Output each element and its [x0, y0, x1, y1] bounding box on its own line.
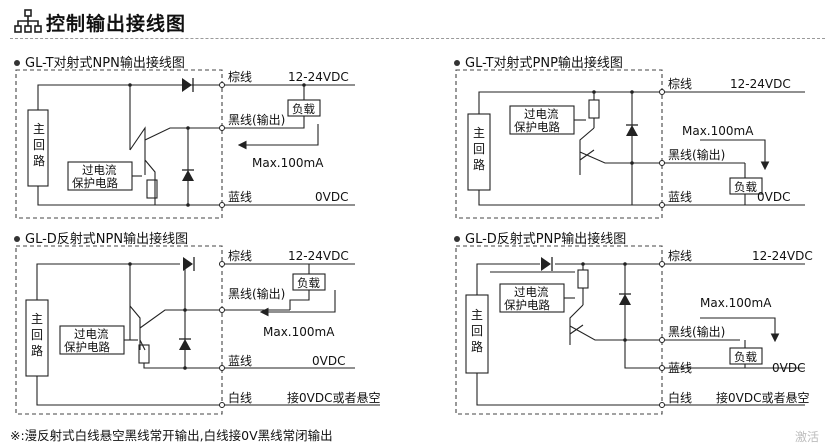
svg-text:12-24VDC: 12-24VDC [288, 249, 349, 263]
footnote: ※:漫反射式白线悬空黑线常开输出,白线接0V黑线常闭输出 [10, 428, 333, 443]
svg-text:主: 主 [471, 308, 483, 322]
svg-text:过电流: 过电流 [74, 327, 109, 341]
svg-text:12-24VDC: 12-24VDC [752, 249, 813, 263]
brown-label: 棕线 [228, 69, 252, 84]
svg-text:过电流: 过电流 [514, 285, 549, 299]
svg-text:主: 主 [31, 312, 43, 326]
main-label-1: 主 [33, 122, 45, 136]
main-label-3: 路 [33, 153, 45, 168]
svg-text:0VDC: 0VDC [312, 354, 345, 368]
svg-text:主: 主 [473, 126, 485, 140]
svg-text:蓝线: 蓝线 [668, 361, 692, 375]
diagram-t-npn [15, 69, 355, 219]
svg-text:路: 路 [31, 343, 43, 358]
watermark: 激活 [795, 430, 820, 444]
sitemap-icon [14, 9, 42, 33]
brown-voltage: 12-24VDC [288, 70, 349, 84]
svg-text:黑线(输出): 黑线(输出) [228, 286, 285, 301]
black-label: 黑线(输出) [228, 112, 285, 127]
diagram-title-d-pnp: GL-D反射式PNP输出接线图 [454, 228, 626, 247]
svg-text:白线: 白线 [668, 390, 692, 405]
svg-text:负载: 负载 [734, 350, 757, 364]
blue-voltage: 0VDC [315, 190, 348, 204]
svg-text:负载: 负载 [734, 180, 757, 194]
svg-text:回: 回 [473, 142, 485, 156]
protect-label-1: 过电流 [82, 163, 117, 177]
svg-text:棕线: 棕线 [668, 248, 692, 263]
diagram-d-pnp [455, 245, 805, 415]
svg-text:0VDC: 0VDC [757, 190, 790, 204]
protect-label-2: 保护电路 [72, 176, 118, 190]
svg-text:12-24VDC: 12-24VDC [730, 77, 791, 91]
svg-text:黑线(输出): 黑线(输出) [668, 324, 725, 339]
page-header: 控制输出接线图 [0, 0, 835, 40]
svg-text:蓝线: 蓝线 [668, 190, 692, 204]
diagram-d-npn [15, 245, 380, 415]
svg-text:Max.100mA: Max.100mA [263, 325, 335, 339]
load-label: 负载 [292, 102, 315, 116]
svg-text:黑线(输出): 黑线(输出) [668, 147, 725, 162]
svg-text:Max.100mA: Max.100mA [682, 124, 754, 138]
header-divider [10, 38, 825, 39]
svg-text:过电流: 过电流 [524, 107, 559, 121]
svg-text:棕线: 棕线 [228, 248, 252, 263]
load-box [729, 347, 763, 365]
diagram-title-t-npn: GL-T对射式NPN输出接线图 [14, 52, 185, 71]
diagram-title-t-pnp: GL-T对射式PNP输出接线图 [454, 52, 623, 71]
svg-text:保护电路: 保护电路 [514, 120, 560, 134]
svg-text:回: 回 [471, 324, 483, 338]
svg-text:负载: 负载 [297, 276, 320, 290]
svg-text:蓝线: 蓝线 [228, 354, 252, 368]
diagram-t-pnp [455, 69, 805, 219]
svg-text:保护电路: 保护电路 [504, 298, 550, 312]
main-label-2: 回 [33, 138, 45, 152]
svg-text:回: 回 [31, 328, 43, 342]
blue-label: 蓝线 [228, 190, 252, 204]
svg-text:0VDC: 0VDC [772, 361, 805, 375]
svg-text:接0VDC或者悬空: 接0VDC或者悬空 [716, 390, 809, 405]
svg-text:路: 路 [473, 157, 485, 172]
svg-text:保护电路: 保护电路 [64, 340, 110, 354]
svg-text:白线: 白线 [228, 390, 252, 405]
svg-text:路: 路 [471, 339, 483, 354]
page-title: 控制输出接线图 [46, 13, 187, 35]
diagram-title-d-npn: GL-D反射式NPN输出接线图 [14, 228, 188, 247]
svg-text:接0VDC或者悬空: 接0VDC或者悬空 [287, 390, 380, 405]
svg-text:Max.100mA: Max.100mA [700, 296, 772, 310]
svg-text:棕线: 棕线 [668, 76, 692, 91]
max-current: Max.100mA [252, 156, 324, 170]
load-box [729, 177, 763, 195]
